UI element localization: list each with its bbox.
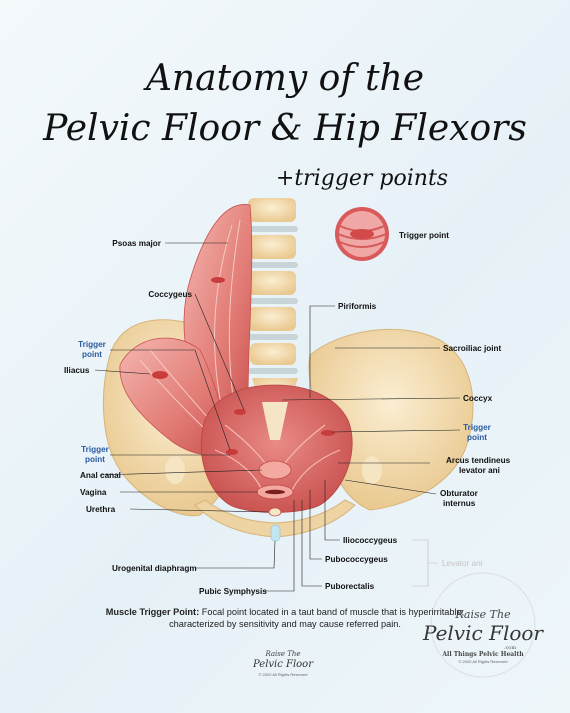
svg-text:Pelvic Floor: Pelvic Floor [422,621,544,645]
label-obturator: Obturator [440,489,479,498]
label-psoas-major: Psoas major [112,239,162,248]
label-iliococcygeus: Iliococcygeus [343,536,398,545]
caption: Muscle Trigger Point: Focal point locate… [60,606,510,631]
label-trigger-point-1b: point [82,350,102,359]
svg-text:Pelvic Floor: Pelvic Floor [252,659,314,670]
caption-bold: Muscle Trigger Point: [105,607,200,617]
label-trigger-point-1: Trigger [78,340,107,349]
svg-text:Raise The: Raise The [264,650,300,658]
title-line-2: Pelvic Floor & Hip Flexors [42,108,527,149]
trigger-point-coccygeus [234,409,246,415]
anal-canal [258,460,292,480]
trigger-point-psoas [211,277,225,283]
svg-text:All Things Pelvic Health: All Things Pelvic Health [441,651,524,658]
label-trigger-point-2: Trigger [81,445,110,454]
label-trigger-point-right: Trigger [463,423,492,432]
label-iliacus: Iliacus [64,366,90,375]
label-levator-ani: Levator ani [442,559,483,568]
legend-label: Trigger point [399,231,449,240]
pubic-symphysis [270,524,281,542]
label-urogenital-diaphragm: Urogenital diaphragm [112,564,197,573]
label-puborectalis: Puborectalis [325,582,375,591]
title-line-1: Anatomy of the [143,58,424,99]
label-trigger-point-right-b: point [467,433,487,442]
label-arcus-tendineus-b: levator ani [459,466,500,475]
subtitle: +trigger points [276,166,448,191]
label-piriformis: Piriformis [338,302,377,311]
trigger-point-iliacus [152,371,168,379]
pelvic-floor [200,384,353,513]
spine [244,198,298,410]
label-pubococcygeus: Pubococcygeus [325,555,388,564]
trigger-point-floor-left [226,449,238,455]
caption-text-2: characterized by sensitivity and may cau… [169,619,401,630]
trigger-point-legend: Trigger point [335,207,449,261]
urethra [268,507,282,517]
label-coccyx: Coccyx [463,394,493,403]
svg-text:Raise The: Raise The [454,608,511,621]
label-coccygeus: Coccygeus [148,290,192,299]
label-sacroiliac-joint: Sacroiliac joint [443,344,502,353]
caption-text: Focal point located in a taut band of mu… [199,607,465,617]
svg-text:© 2020 All Rights Reserved: © 2020 All Rights Reserved [259,672,308,677]
label-pubic-symphysis: Pubic Symphysis [199,587,267,596]
label-arcus-tendineus: Arcus tendineus [446,456,511,465]
svg-text:.com: .com [504,645,516,651]
svg-text:© 2020 All Rights Reserved: © 2020 All Rights Reserved [459,659,508,664]
label-vagina: Vagina [80,488,107,497]
label-trigger-point-2b: point [85,455,105,464]
trigger-point-floor-right [321,430,335,436]
label-obturator-b: internus [443,499,476,508]
label-urethra: Urethra [86,505,116,514]
logo-large: Raise The Pelvic Floor .com All Things P… [422,572,544,678]
label-anal-canal: Anal canal [80,471,121,480]
logo-small: Raise The Pelvic Floor © 2020 All Rights… [252,650,314,677]
